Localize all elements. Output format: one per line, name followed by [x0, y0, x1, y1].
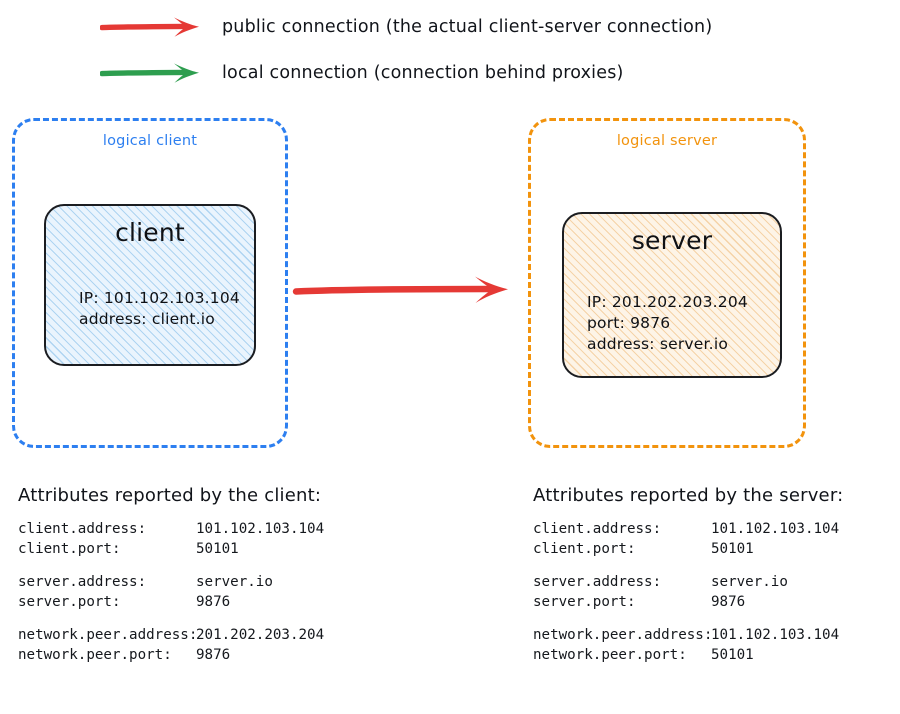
attribute-value: 50101: [711, 540, 754, 557]
attribute-row: network.peer.address: 201.202.203.204: [18, 626, 324, 646]
attribute-key: server.port:: [533, 593, 636, 610]
server-node-details: IP: 201.202.203.204 port: 9876 address: …: [564, 292, 780, 355]
attribute-group: client.address: 101.102.103.104 client.p…: [533, 520, 843, 559]
attribute-row: server.address: server.io: [533, 573, 843, 593]
logical-server-container: logical server: [528, 118, 806, 448]
attribute-key: client.port:: [533, 540, 636, 557]
public-connection-arrow: [292, 268, 522, 316]
attribute-group: server.address: server.io server.port: 9…: [18, 573, 324, 612]
attribute-key: client.port:: [18, 540, 121, 557]
server-attributes-panel: Attributes reported by the server: clien…: [533, 485, 843, 665]
server-node-detail-ip: IP: 201.202.203.204: [587, 293, 748, 311]
arrow-right-icon: [100, 60, 204, 86]
attribute-value: 9876: [196, 593, 231, 610]
client-attributes-panel: Attributes reported by the client: clien…: [18, 485, 324, 665]
attribute-key: server.port:: [18, 593, 121, 610]
attribute-group: client.address: 101.102.103.104 client.p…: [18, 520, 324, 559]
attribute-value: 50101: [196, 540, 239, 557]
client-node-detail-address: address: client.io: [79, 310, 215, 328]
attribute-key: server.address:: [533, 574, 662, 590]
client-node-detail-ip: IP: 101.102.103.104: [79, 289, 240, 307]
attribute-row: network.peer.address: 101.102.103.104: [533, 626, 843, 646]
attribute-value: 201.202.203.204: [196, 627, 325, 643]
attribute-value: 9876: [711, 593, 746, 610]
attribute-key: client.address:: [533, 521, 662, 537]
attribute-row: server.address: server.io: [18, 573, 324, 593]
legend-label-public-connection: public connection (the actual client-ser…: [222, 17, 713, 37]
attribute-value: server.io: [196, 574, 273, 590]
attribute-value: 101.102.103.104: [711, 521, 840, 537]
attribute-row: client.address: 101.102.103.104: [18, 520, 324, 540]
attribute-key: network.peer.port:: [533, 646, 687, 663]
client-node-title: client: [115, 218, 185, 247]
logical-client-container: logical client: [12, 118, 288, 448]
attribute-key: network.peer.address:: [18, 627, 198, 643]
legend-label-local-connection: local connection (connection behind prox…: [222, 63, 624, 83]
attribute-key: network.peer.port:: [18, 646, 172, 663]
attribute-value: server.io: [711, 574, 788, 590]
attribute-value: 101.102.103.104: [711, 627, 840, 643]
attribute-row: network.peer.port: 9876: [18, 646, 324, 666]
server-attributes-heading: Attributes reported by the server:: [533, 485, 844, 506]
attribute-group: network.peer.address: 201.202.203.204 ne…: [18, 626, 324, 665]
logical-server-label: logical server: [616, 133, 718, 149]
legend-item-public-connection: public connection (the actual client-ser…: [100, 10, 712, 44]
attribute-value: 101.102.103.104: [196, 521, 325, 537]
attribute-key: server.address:: [18, 574, 147, 590]
attribute-row: network.peer.port: 50101: [533, 646, 843, 666]
client-node: client IP: 101.102.103.104 address: clie…: [44, 204, 256, 366]
attribute-value: 9876: [196, 646, 231, 663]
client-attributes-heading: Attributes reported by the client:: [18, 485, 322, 506]
arrow-right-icon: [100, 14, 204, 40]
server-node-title: server: [631, 226, 713, 255]
attribute-row: client.port: 50101: [18, 540, 324, 560]
server-node-detail-address: address: server.io: [587, 335, 729, 353]
attribute-group: network.peer.address: 101.102.103.104 ne…: [533, 626, 843, 665]
attribute-row: server.port: 9876: [18, 593, 324, 613]
attribute-row: client.port: 50101: [533, 540, 843, 560]
attribute-value: 50101: [711, 646, 754, 663]
attribute-key: client.address:: [18, 521, 147, 537]
attribute-key: network.peer.address:: [533, 627, 713, 643]
attribute-group: server.address: server.io server.port: 9…: [533, 573, 843, 612]
legend: public connection (the actual client-ser…: [0, 0, 900, 100]
client-node-details: IP: 101.102.103.104 address: client.io: [46, 288, 254, 330]
server-node: server IP: 201.202.203.204 port: 9876 ad…: [562, 212, 782, 378]
attribute-row: client.address: 101.102.103.104: [533, 520, 843, 540]
logical-client-label: logical client: [102, 133, 198, 149]
server-node-detail-port: port: 9876: [587, 314, 671, 332]
legend-item-local-connection: local connection (connection behind prox…: [100, 56, 624, 90]
attribute-row: server.port: 9876: [533, 593, 843, 613]
